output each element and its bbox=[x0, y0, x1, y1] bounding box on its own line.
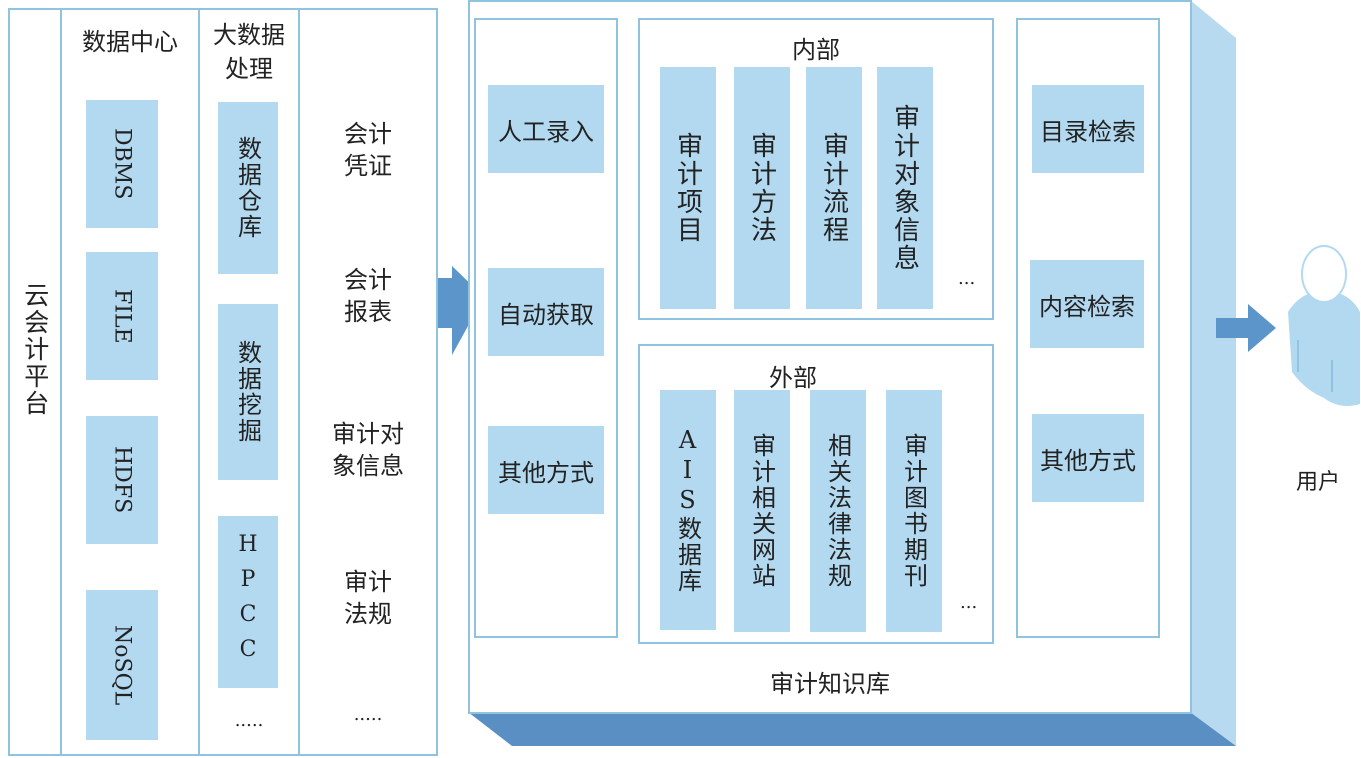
cloud-platform-text: 云会计平台 bbox=[20, 282, 50, 417]
audit-websites-label: 审计相关网站 bbox=[747, 433, 776, 589]
report-line2: 报表 bbox=[344, 298, 392, 326]
big-data-title-line2: 处理 bbox=[225, 55, 273, 83]
audit-object-info-label: 审计对象信息 bbox=[889, 104, 920, 272]
audit-journals-tile: 审计图书期刊 bbox=[886, 390, 942, 632]
hdfs-tile: HDFS bbox=[86, 416, 158, 544]
nosql-tile: NoSQL bbox=[86, 590, 158, 740]
sources-column bbox=[298, 8, 438, 756]
external-title: 外部 bbox=[769, 364, 817, 392]
voucher-line1: 会计 bbox=[344, 120, 392, 148]
audit-object-line2: 象信息 bbox=[332, 452, 404, 480]
cloud-platform-label: 云会计平台 bbox=[8, 282, 62, 417]
data-warehouse-label: 数据仓库 bbox=[233, 136, 262, 240]
ais-database-tile: AIS数据库 bbox=[660, 390, 716, 630]
dbms-tile: DBMS bbox=[86, 100, 158, 228]
voucher-label: 会计 凭证 bbox=[328, 118, 408, 182]
manual-entry-tile: 人工录入 bbox=[488, 85, 604, 173]
audit-object-line1: 审计对 bbox=[332, 420, 404, 448]
laws-regulations-label: 相关法律法规 bbox=[823, 433, 852, 589]
audit-method-label: 审计方法 bbox=[746, 132, 777, 244]
big-data-title-line1: 大数据 bbox=[213, 21, 285, 49]
nosql-label: NoSQL bbox=[109, 624, 135, 706]
audit-process-tile: 审计流程 bbox=[806, 67, 862, 309]
hdfs-label: HDFS bbox=[109, 446, 135, 514]
ais-database-label: AIS数据库 bbox=[673, 426, 702, 594]
knowledge-box-side bbox=[1190, 0, 1236, 746]
audit-project-label: 审计项目 bbox=[672, 132, 703, 244]
hpcc-label: HPCC bbox=[235, 532, 261, 672]
sources-more: ..... bbox=[353, 704, 383, 725]
user-icon bbox=[1288, 245, 1360, 406]
data-warehouse-tile: 数据仓库 bbox=[218, 102, 278, 274]
regulations-line1: 审计 bbox=[344, 568, 392, 596]
big-data-more: ..... bbox=[234, 710, 264, 731]
other-retrieval-tile: 其他方式 bbox=[1032, 414, 1144, 502]
audit-journals-label: 审计图书期刊 bbox=[899, 433, 928, 589]
hpcc-tile: HPCC bbox=[218, 516, 278, 688]
regulations-line2: 法规 bbox=[344, 600, 392, 628]
big-data-title: 大数据 处理 bbox=[198, 18, 300, 86]
cloud-platform-column bbox=[8, 8, 62, 756]
audit-process-label: 审计流程 bbox=[818, 132, 849, 244]
audit-object-info-tile: 审计对象信息 bbox=[877, 67, 933, 309]
external-more: ... bbox=[960, 592, 978, 613]
file-tile: FILE bbox=[86, 252, 158, 380]
knowledge-base-title: 审计知识库 bbox=[770, 670, 890, 698]
to-user-arrow bbox=[1216, 304, 1276, 352]
audit-method-tile: 审计方法 bbox=[734, 67, 790, 309]
laws-regulations-tile: 相关法律法规 bbox=[810, 390, 866, 632]
auto-acquire-tile: 自动获取 bbox=[488, 268, 604, 356]
audit-object-label: 审计对 象信息 bbox=[326, 418, 410, 482]
data-center-title: 数据中心 bbox=[82, 28, 178, 56]
report-label: 会计 报表 bbox=[328, 264, 408, 328]
user-label: 用户 bbox=[1296, 470, 1341, 495]
audit-project-tile: 审计项目 bbox=[660, 67, 716, 309]
file-label: FILE bbox=[109, 288, 135, 344]
data-mining-tile: 数据挖掘 bbox=[218, 304, 278, 480]
regulations-label: 审计 法规 bbox=[328, 566, 408, 630]
catalog-search-tile: 目录检索 bbox=[1032, 85, 1144, 173]
dbms-label: DBMS bbox=[109, 128, 135, 200]
other-input-tile: 其他方式 bbox=[488, 426, 604, 514]
internal-title: 内部 bbox=[792, 36, 840, 64]
knowledge-box-bottom bbox=[468, 712, 1236, 746]
content-search-tile: 内容检索 bbox=[1030, 260, 1144, 348]
audit-websites-tile: 审计相关网站 bbox=[734, 390, 790, 632]
report-line1: 会计 bbox=[344, 266, 392, 294]
internal-more: ... bbox=[958, 268, 976, 289]
data-mining-label: 数据挖掘 bbox=[233, 340, 262, 444]
voucher-line2: 凭证 bbox=[344, 152, 392, 180]
